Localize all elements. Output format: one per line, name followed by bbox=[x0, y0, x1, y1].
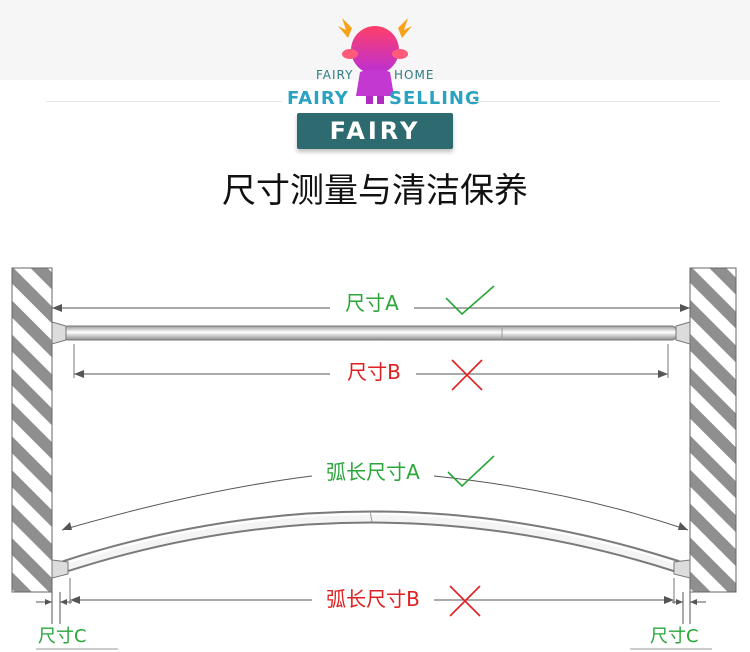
fairy-badge: FAIRY bbox=[297, 113, 453, 149]
divider-right bbox=[470, 101, 720, 102]
dimension-size-b bbox=[73, 344, 669, 378]
dimension-size-c-right bbox=[630, 592, 712, 650]
brand-big-left: FAIRY bbox=[287, 88, 349, 109]
dimension-arc-b bbox=[69, 578, 675, 604]
check-icon-arc-a bbox=[447, 455, 495, 488]
label-size-c-right: 尺寸C bbox=[650, 626, 699, 647]
brand-small-left: FAIRY bbox=[316, 68, 354, 82]
brand-big-right: SELLING bbox=[389, 88, 481, 109]
wall-left bbox=[11, 267, 53, 593]
wall-right bbox=[689, 267, 737, 593]
brand-header: FAIRY HOME FAIRY SELLING FAIRY bbox=[0, 0, 750, 150]
label-size-c-left: 尺寸C bbox=[38, 626, 87, 647]
mascot-logo-icon bbox=[338, 18, 412, 104]
straight-curtain-rod bbox=[51, 321, 691, 345]
page-title: 尺寸测量与清洁保养 bbox=[222, 171, 528, 211]
curved-curtain-rod bbox=[51, 510, 691, 579]
check-icon-size-a bbox=[445, 285, 495, 316]
label-size-a: 尺寸A bbox=[345, 291, 399, 315]
brand-small-right: HOME bbox=[394, 68, 435, 82]
divider-left bbox=[46, 101, 282, 102]
dimension-size-c-left bbox=[36, 592, 118, 650]
cross-icon-arc-b bbox=[449, 585, 481, 617]
label-size-b: 尺寸B bbox=[347, 360, 401, 384]
label-arc-a: 弧长尺寸A bbox=[326, 460, 420, 484]
cross-icon-size-b bbox=[451, 359, 483, 391]
label-arc-b: 弧长尺寸B bbox=[326, 587, 420, 611]
dimension-size-a bbox=[52, 304, 690, 312]
